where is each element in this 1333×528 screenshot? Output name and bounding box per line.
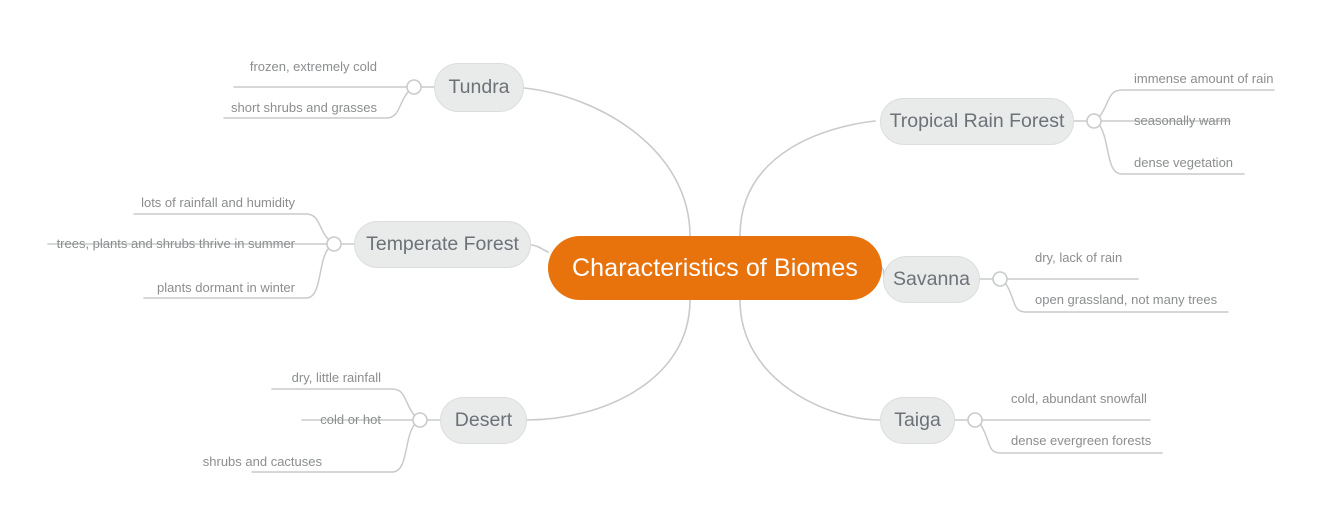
- edge-desert-leaf-0: [271, 388, 415, 416]
- leaf-tundra-0[interactable]: frozen, extremely cold: [249, 59, 377, 74]
- junction-dot-tropical-rain-forest: [1086, 113, 1102, 129]
- edge-root-taiga: [739, 299, 881, 421]
- edge-temperate-leaf-0: [133, 213, 329, 240]
- junction-dot-taiga: [967, 412, 983, 428]
- branch-node-desert[interactable]: Desert: [440, 397, 527, 444]
- root-node-label: Characteristics of Biomes: [572, 253, 858, 282]
- leaf-desert-0[interactable]: dry, little rainfall: [291, 370, 381, 385]
- leaf-savanna-0[interactable]: dry, lack of rain: [1035, 250, 1123, 265]
- edge-root-tundra: [523, 87, 691, 237]
- branch-node-savanna[interactable]: Savanna: [883, 256, 980, 303]
- branch-label-savanna: Savanna: [893, 268, 970, 290]
- edge-trf-leaf-0: [1099, 89, 1275, 117]
- edge-savanna-leaf-1: [1005, 283, 1229, 313]
- branch-node-tropical-rain-forest[interactable]: Tropical Rain Forest: [880, 98, 1074, 145]
- leaf-desert-1[interactable]: cold or hot: [320, 412, 381, 427]
- branch-label-tundra: Tundra: [448, 76, 510, 98]
- edge-root-desert: [526, 299, 691, 421]
- edge-trf-leaf-2: [1099, 125, 1245, 175]
- edge-temperate-leaf-2: [143, 248, 329, 299]
- branch-node-temperate-forest[interactable]: Temperate Forest: [354, 221, 531, 268]
- leaf-taiga-0[interactable]: cold, abundant snowfall: [1011, 391, 1147, 406]
- leaf-tropical-rain-forest-2[interactable]: dense vegetation: [1134, 155, 1234, 170]
- leaf-temperate-forest-1[interactable]: trees, plants and shrubs thrive in summe…: [56, 236, 295, 251]
- junction-dot-temperate-forest: [326, 236, 342, 252]
- root-node[interactable]: Characteristics of Biomes: [548, 236, 882, 300]
- leaf-tropical-rain-forest-1[interactable]: seasonally warm: [1134, 113, 1231, 128]
- branch-node-taiga[interactable]: Taiga: [880, 397, 955, 444]
- edge-root-tropical-rain-forest: [739, 120, 876, 237]
- edge-tundra-leaf-1: [223, 91, 409, 119]
- edge-taiga-leaf-1: [980, 424, 1163, 454]
- branch-label-temperate-forest: Temperate Forest: [366, 233, 519, 255]
- leaf-temperate-forest-0[interactable]: lots of rainfall and humidity: [141, 195, 295, 210]
- leaf-tundra-1[interactable]: short shrubs and grasses: [231, 100, 377, 115]
- junction-dot-desert: [412, 412, 428, 428]
- leaf-taiga-1[interactable]: dense evergreen forests: [1011, 433, 1152, 448]
- branch-label-tropical-rain-forest: Tropical Rain Forest: [889, 110, 1065, 132]
- leaf-tropical-rain-forest-0[interactable]: immense amount of rain: [1134, 71, 1274, 86]
- leaf-temperate-forest-2[interactable]: plants dormant in winter: [156, 280, 295, 295]
- junction-dot-savanna: [992, 271, 1008, 287]
- edge-root-temperate-forest: [530, 244, 549, 253]
- branch-node-tundra[interactable]: Tundra: [434, 63, 524, 112]
- junction-dot-tundra: [406, 79, 422, 95]
- leaf-desert-2[interactable]: shrubs and cactuses: [202, 454, 322, 469]
- branch-label-taiga: Taiga: [894, 409, 941, 431]
- edge-desert-leaf-2: [251, 424, 415, 473]
- leaf-savanna-1[interactable]: open grassland, not many trees: [1035, 292, 1218, 307]
- branch-label-desert: Desert: [454, 409, 513, 431]
